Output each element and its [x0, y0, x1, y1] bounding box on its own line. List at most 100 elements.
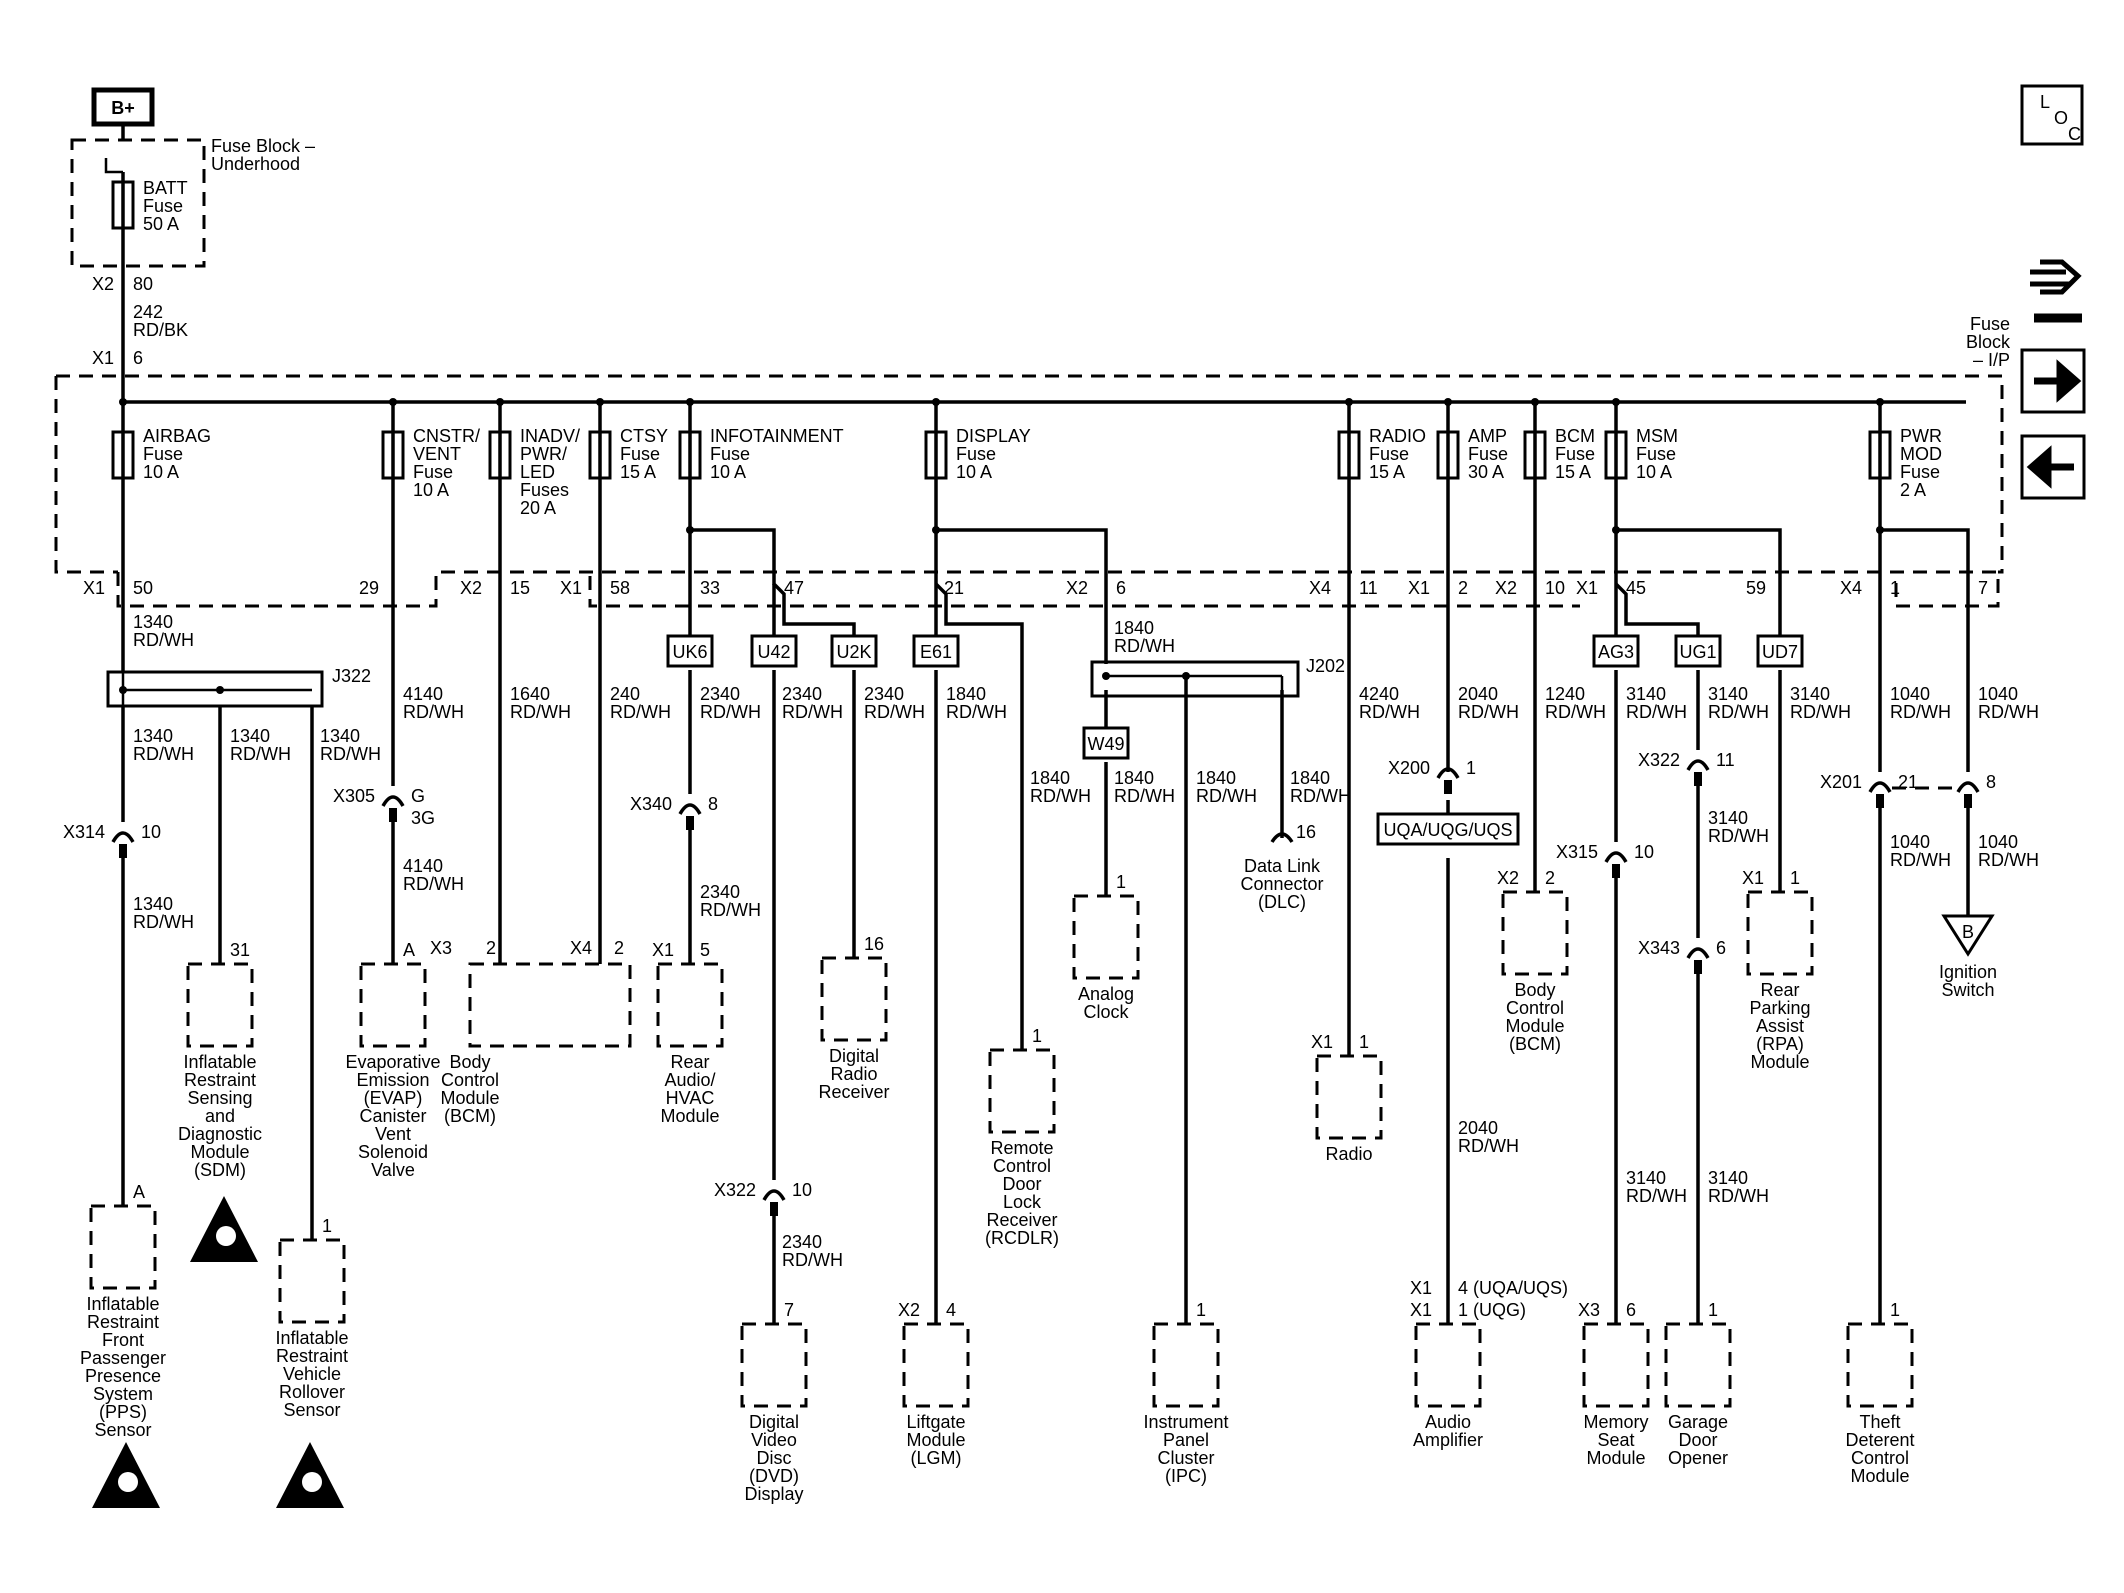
component-pin: 5 — [700, 940, 710, 960]
inline-connector-pin: 6 — [1716, 938, 1726, 958]
component-label-line: Module — [440, 1088, 499, 1108]
component-label-line: Radio — [1325, 1144, 1372, 1164]
airbag-warning-icon — [92, 1442, 160, 1508]
fuse-amp-label-line: 30 A — [1468, 462, 1504, 482]
option-code: UQA/UQG/UQS — [1383, 820, 1512, 840]
component-label-line: (BCM) — [444, 1106, 496, 1126]
power-source-label: B+ — [111, 98, 135, 118]
ip-pin-connector: X2 — [1066, 578, 1088, 598]
wire-label-line: 1340 — [230, 726, 270, 746]
loc-l: L — [2040, 92, 2050, 112]
fuse-msm-label-line: 10 A — [1636, 462, 1672, 482]
fuse-cnstr-label-line: CNSTR/ — [413, 426, 480, 446]
component-label-line: Panel — [1163, 1430, 1209, 1450]
arrow-left-icon[interactable] — [2020, 434, 2086, 500]
ignition-symbol: B — [1962, 922, 1974, 942]
wire-label-line: 1340 — [133, 612, 173, 632]
component-label-line: Theft — [1859, 1412, 1900, 1432]
component-pin: 31 — [230, 940, 250, 960]
component-pin-2: 1 (UQG) — [1458, 1300, 1526, 1320]
inline-connector-pin: G — [411, 786, 425, 806]
inline-connector-pin: 10 — [1634, 842, 1654, 862]
fuse-block-ip-lower-2 — [588, 576, 1580, 608]
ip-pin-59: 59 — [1746, 578, 1766, 598]
component-label-line: Garage — [1668, 1412, 1728, 1432]
ip-pin-connector: X4 — [1840, 578, 1862, 598]
fuse-ctsy-label-line: Fuse — [620, 444, 660, 464]
inline-connector-pin-2: 8 — [1986, 772, 1996, 792]
wire-label-line: 1340 — [133, 894, 173, 914]
wire-label-line: RD/WH — [403, 874, 464, 894]
component-label-line: Body — [1514, 980, 1555, 1000]
fuse-airbag-label-line: AIRBAG — [143, 426, 211, 446]
component-label-line: Digital — [829, 1046, 879, 1066]
option-uk6: UK6 — [666, 634, 714, 668]
option-ag3: AG3 — [1592, 634, 1640, 668]
batt-fuse-label: BATT Fuse 50 A — [143, 178, 188, 234]
ip-pin-connector: X1 — [1408, 578, 1430, 598]
splice-j202: J202 — [1090, 656, 1345, 698]
connector-icon[interactable] — [2030, 259, 2082, 323]
component-label-line: Deterent — [1845, 1430, 1914, 1450]
option-u2k: U2K — [830, 634, 878, 668]
component-label-line: Liftgate — [906, 1412, 965, 1432]
splice-j322-label: J322 — [332, 666, 371, 686]
component-label-line: Door — [1002, 1174, 1041, 1194]
fuse-airbag-label-line: 10 A — [143, 462, 179, 482]
component-label-line: Audio/ — [664, 1070, 715, 1090]
component-pin: 1 — [1116, 872, 1126, 892]
batt-wire-number: 242 — [133, 302, 163, 322]
component-label-line: System — [93, 1384, 153, 1404]
wire-label-line: 2340 — [782, 684, 822, 704]
component-label-line: Inflatable — [183, 1052, 256, 1072]
component-label-line: Clock — [1083, 1002, 1129, 1022]
ip-pin-number: 21 — [944, 578, 964, 598]
option-code: UG1 — [1679, 642, 1716, 662]
ip-pin-number: 6 — [1116, 578, 1126, 598]
dlc-pin: 16 — [1296, 822, 1316, 842]
wire-label-line: RD/WH — [403, 702, 464, 722]
component-label-line: Sensing — [187, 1088, 252, 1108]
component-label-line: Module — [906, 1430, 965, 1450]
wire-label-line: 1840 — [1196, 768, 1236, 788]
fuse-bcm-label-line: Fuse — [1555, 444, 1595, 464]
wire-label-line: 1840 — [1114, 768, 1154, 788]
wire-label-line: RD/WH — [864, 702, 925, 722]
wire-label-line: 1840 — [1114, 618, 1154, 638]
power-source: B+ — [91, 87, 155, 127]
inline-connector-pin-2: 3G — [411, 808, 435, 828]
fuse-bcm-label-line: 15 A — [1555, 462, 1591, 482]
component-connector: X3 — [1578, 1300, 1600, 1320]
wire-label-line: RD/WH — [1708, 1186, 1769, 1206]
wire-label-line: 3140 — [1708, 684, 1748, 704]
component-label-line: Module — [1750, 1052, 1809, 1072]
component-label-line: Sensor — [94, 1420, 151, 1440]
component-pin: 2 — [486, 938, 496, 958]
ip-pin-connector: X4 — [1309, 578, 1331, 598]
fuse-infotainment-label-line: Fuse — [710, 444, 750, 464]
arrow-right-icon[interactable] — [2020, 348, 2086, 414]
ip-pin-number: 2 — [1458, 578, 1468, 598]
component-label-line: (EVAP) — [364, 1088, 423, 1108]
wire-label-line: 2340 — [700, 684, 740, 704]
wire-label-line: 4240 — [1359, 684, 1399, 704]
loc-button[interactable]: L O C — [2020, 84, 2084, 146]
